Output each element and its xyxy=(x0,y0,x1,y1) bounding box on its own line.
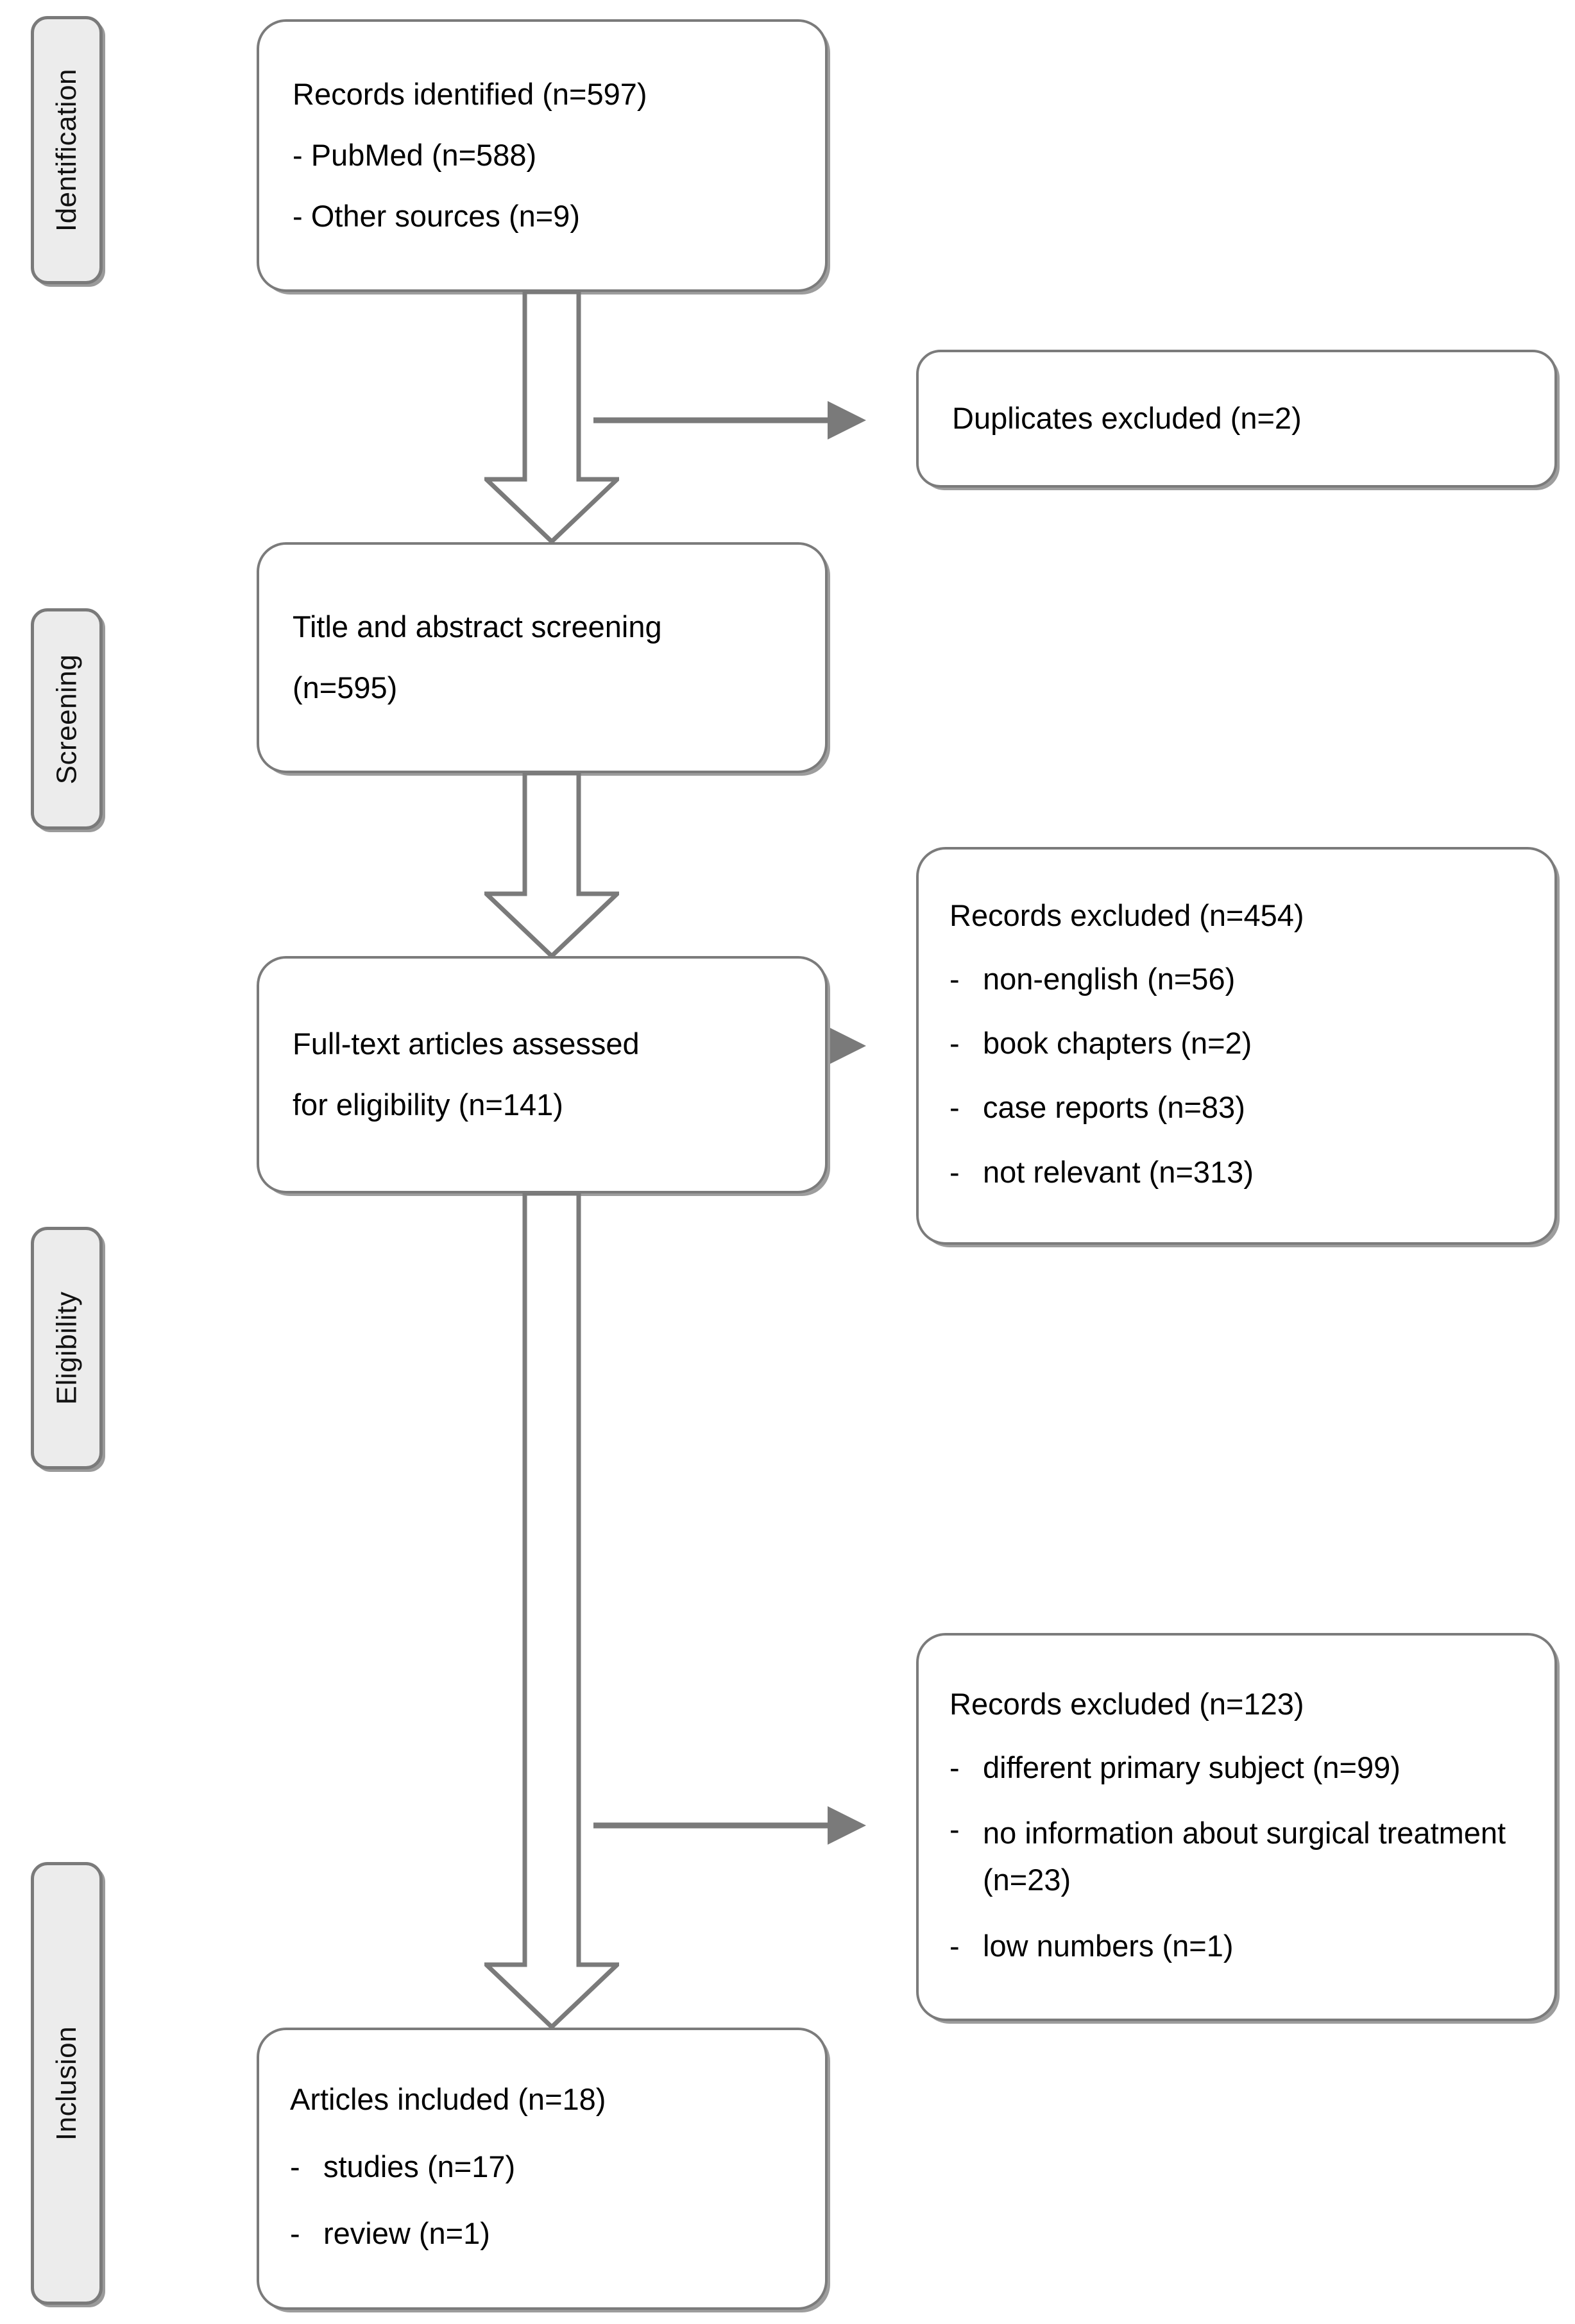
duplicates-excluded-heading: Duplicates excluded (n=2) xyxy=(952,401,1302,436)
box-title-abstract-screening: Title and abstract screening (n=595) xyxy=(257,542,828,773)
bullet-dash-icon: - xyxy=(949,1090,960,1125)
records-identified-item-other: - Other sources (n=9) xyxy=(293,198,580,233)
fulltext-excluded-item-text: different primary subject (n=99) xyxy=(983,1750,1400,1784)
phase-label-screening: Screening xyxy=(51,654,83,784)
phase-box-eligibility: Eligibility xyxy=(31,1227,103,1469)
phase-label-eligibility: Eligibility xyxy=(51,1291,83,1405)
box-fulltext-assessed: Full-text articles assessed for eligibil… xyxy=(257,956,828,1193)
screening-excluded-heading: Records excluded (n=454) xyxy=(949,898,1304,933)
fulltext-excluded-item: - different primary subject (n=99) xyxy=(949,1748,1524,1787)
fulltext-excluded-item-text: no information about surgical treatment … xyxy=(983,1816,1506,1897)
bullet-dash-icon: - xyxy=(949,1026,960,1061)
screening-excluded-item: - book chapters (n=2) xyxy=(949,1024,1524,1063)
fulltext-line-1: Full-text articles assessed xyxy=(293,1027,640,1061)
articles-included-item: - review (n=1) xyxy=(290,2214,794,2253)
records-identified-heading: Records identified (n=597) xyxy=(293,77,647,112)
fulltext-excluded-item: - no information about surgical treatmen… xyxy=(949,1810,1524,1904)
box-articles-included: Articles included (n=18) - studies (n=17… xyxy=(257,2028,828,2310)
screening-excluded-item-text: non-english (n=56) xyxy=(983,962,1236,996)
fulltext-excluded-item-text: low numbers (n=1) xyxy=(983,1928,1234,1963)
records-identified-item-pubmed: - PubMed (n=588) xyxy=(293,138,537,173)
bullet-dash-icon: - xyxy=(949,1812,960,1847)
bullet-dash-icon: - xyxy=(949,1154,960,1189)
phase-box-identification: Identification xyxy=(31,16,103,284)
screening-excluded-item-text: case reports (n=83) xyxy=(983,1090,1245,1125)
bullet-dash-icon: - xyxy=(949,962,960,996)
phase-box-screening: Screening xyxy=(31,608,103,830)
screening-excluded-item-text: book chapters (n=2) xyxy=(983,1026,1252,1061)
bullet-dash-icon: - xyxy=(290,2149,300,2184)
articles-included-item: - studies (n=17) xyxy=(290,2148,794,2186)
screening-excluded-item-text: not relevant (n=313) xyxy=(983,1154,1254,1189)
bullet-dash-icon: - xyxy=(949,1750,960,1784)
box-records-identified: Records identified (n=597) - PubMed (n=5… xyxy=(257,19,828,292)
bullet-dash-icon: - xyxy=(290,2216,300,2251)
screening-excluded-item: - non-english (n=56) xyxy=(949,960,1524,998)
block-arrow-identified-to-screening xyxy=(484,292,619,543)
screening-excluded-item: - case reports (n=83) xyxy=(949,1088,1524,1127)
screening-line-1: Title and abstract screening xyxy=(293,610,662,644)
side-arrow-to-duplicates-excluded xyxy=(593,391,869,449)
articles-included-item-text: review (n=1) xyxy=(323,2216,490,2251)
phase-box-inclusion: Inclusion xyxy=(31,1862,103,2305)
phase-label-identification: Identification xyxy=(51,68,82,232)
box-screening-excluded: Records excluded (n=454) - non-english (… xyxy=(916,847,1557,1245)
box-fulltext-excluded: Records excluded (n=123) - different pri… xyxy=(916,1633,1557,2021)
fulltext-line-2: for eligibility (n=141) xyxy=(293,1088,563,1122)
screening-excluded-item: - not relevant (n=313) xyxy=(949,1153,1524,1192)
side-arrow-to-fulltext-excluded xyxy=(593,1797,869,1854)
block-arrow-screening-to-fulltext xyxy=(484,773,619,958)
articles-included-item-text: studies (n=17) xyxy=(323,2149,516,2184)
fulltext-excluded-heading: Records excluded (n=123) xyxy=(949,1687,1304,1722)
bullet-dash-icon: - xyxy=(949,1928,960,1963)
screening-line-2: (n=595) xyxy=(293,671,398,705)
block-arrow-fulltext-to-included xyxy=(484,1193,619,2029)
articles-included-heading: Articles included (n=18) xyxy=(290,2082,606,2117)
box-duplicates-excluded: Duplicates excluded (n=2) xyxy=(916,350,1557,488)
fulltext-excluded-item: - low numbers (n=1) xyxy=(949,1927,1524,1965)
phase-label-inclusion: Inclusion xyxy=(51,2026,83,2141)
